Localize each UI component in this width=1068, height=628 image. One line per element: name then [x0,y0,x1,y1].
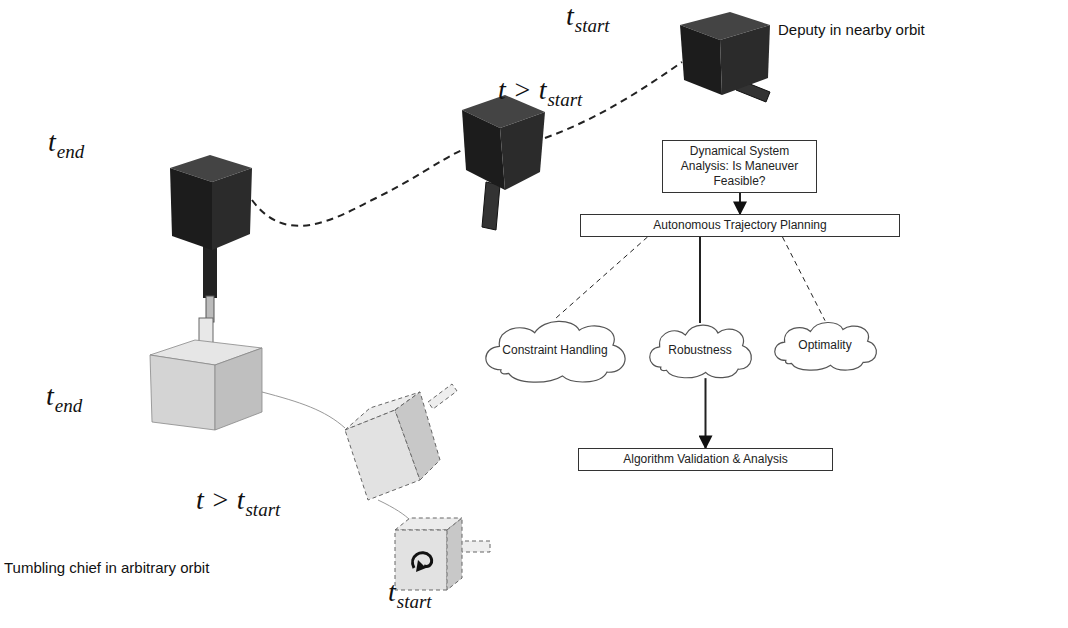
time-label: t [46,382,54,410]
node-label: Robustness [664,343,735,358]
connector [783,237,826,321]
connector [739,193,741,214]
time-label: t > t [498,76,546,104]
chief-spacecraft [395,518,490,590]
time-label: t [388,578,396,606]
node-label: Autonomous Trajectory Planning [589,218,891,233]
time-subscript: end [57,142,84,161]
time-label: t [566,2,574,30]
chief-trajectory [378,500,410,520]
node-label: Constraint Handling [498,343,611,358]
time-subscript: start [245,500,280,519]
node-label: Dynamical System Analysis: Is Maneuver F… [671,144,808,189]
deputy-spacecraft [680,12,770,102]
process-box: Algorithm Validation & Analysis [578,448,833,471]
node-label: Optimality [794,338,855,353]
chief-spacecraft [150,318,262,430]
process-box: Dynamical System Analysis: Is Maneuver F… [662,140,817,193]
node-label: Algorithm Validation & Analysis [587,452,824,467]
chief-spacecraft [345,384,457,500]
concept-cloud: Robustness [644,318,756,382]
deputy-spacecraft [462,95,545,230]
caption-note: Deputy in nearby orbit [778,22,925,39]
rotation-icon [413,553,432,572]
time-subscript: end [55,396,82,415]
time-subscript: start [575,16,610,35]
caption-note: Tumbling chief in arbitrary orbit [4,560,209,577]
time-label: t > t [196,486,244,514]
connector [555,237,648,319]
cloud-outline [775,323,877,371]
connector [705,378,707,448]
chief-trajectory [262,392,345,428]
concept-cloud: Constraint Handling [478,313,631,387]
time-subscript: start [547,90,582,109]
cloud-outline [650,325,752,378]
deputy-spacecraft [170,155,252,322]
cloud-outline [486,321,625,382]
concept-cloud: Optimality [769,316,881,374]
time-label: t [48,128,56,156]
deputy-trajectory [545,62,682,138]
deputy-trajectory [252,150,462,226]
time-subscript: start [397,592,432,611]
connector [699,237,701,323]
process-box: Autonomous Trajectory Planning [580,214,900,237]
